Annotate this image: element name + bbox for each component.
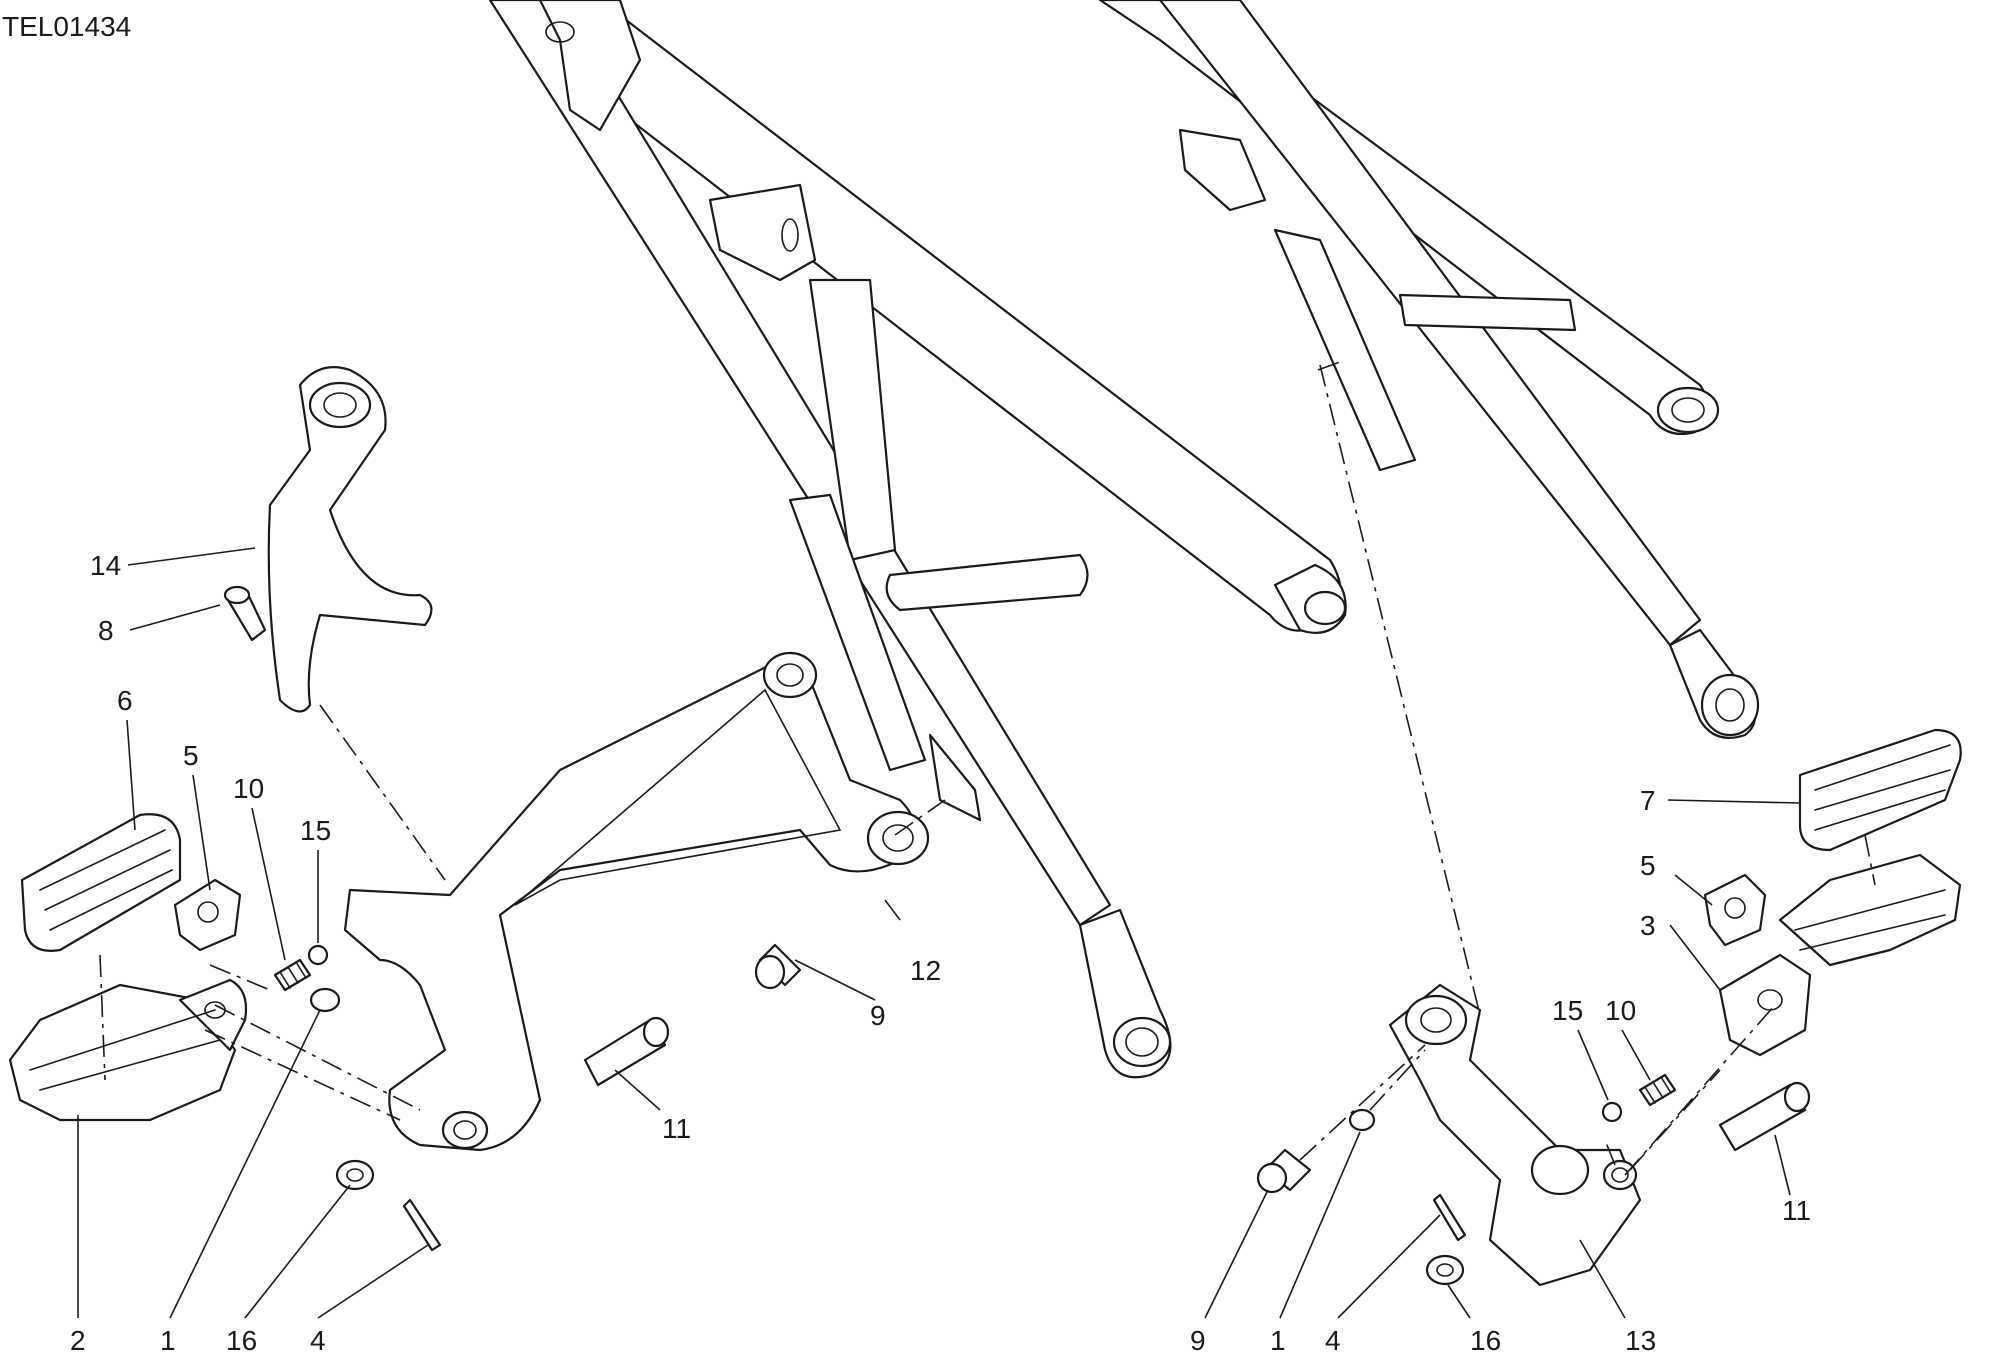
bolt-8 (223, 585, 267, 642)
spring-10-right (1638, 1073, 1677, 1107)
callout-4-right: 4 (1325, 1325, 1341, 1356)
callout-9: 9 (870, 1000, 886, 1031)
spring-10-left (273, 958, 312, 992)
pin-11-left (583, 1016, 670, 1087)
return-clip-5-left (173, 878, 242, 952)
callout-14: 14 (90, 550, 121, 581)
callout-7: 7 (1640, 785, 1656, 816)
bolt-9-right (1256, 1148, 1312, 1194)
leader-lines (77, 547, 1801, 1319)
callout-12: 12 (910, 955, 941, 986)
drawing-code: TEL01434 (2, 11, 131, 42)
bolt-9-left (754, 943, 802, 990)
callout-15-right: 15 (1552, 995, 1583, 1026)
callout-10-right: 10 (1605, 995, 1636, 1026)
split-pin-4-left (402, 1198, 442, 1252)
footpeg-mount-bracket-left (343, 651, 930, 1152)
callout-5-right: 5 (1640, 850, 1656, 881)
footpeg-mount-bracket-right (1388, 983, 1642, 1287)
split-pin-4-right (1432, 1193, 1467, 1242)
callout-2: 2 (70, 1325, 86, 1356)
callout-1-right: 1 (1270, 1325, 1286, 1356)
ball-15-right (1601, 1101, 1623, 1123)
rear-subframe-left (488, 0, 1347, 1079)
footpeg-rubber-7 (1798, 728, 1962, 852)
callout-10: 10 (233, 773, 264, 804)
footpeg-2 (8, 978, 248, 1122)
callout-13: 13 (1625, 1325, 1656, 1356)
callout-1: 1 (160, 1325, 176, 1356)
footpeg-3 (1718, 853, 1962, 1057)
callout-16-right: 16 (1470, 1325, 1501, 1356)
callout-labels: 14 8 6 5 10 15 12 9 11 2 1 16 4 7 5 3 15… (70, 550, 1811, 1356)
ball-15-left (307, 944, 329, 966)
callout-11: 11 (662, 1113, 691, 1144)
callout-9-right: 9 (1190, 1325, 1206, 1356)
callout-8: 8 (98, 615, 114, 646)
detent-1-right (1348, 1108, 1376, 1132)
rear-subframe-right (1098, 0, 1760, 739)
washer-16-right (1425, 1254, 1465, 1286)
detent-1-left (309, 987, 341, 1013)
callout-4: 4 (310, 1325, 326, 1356)
callout-16: 16 (226, 1325, 257, 1356)
pin-11-right (1718, 1081, 1811, 1152)
footpeg-rubber-6 (20, 813, 182, 952)
callout-11-right: 11 (1782, 1195, 1811, 1226)
return-clip-5-right (1703, 873, 1767, 947)
footpeg-hanger-bracket (267, 366, 433, 713)
callout-5: 5 (183, 740, 199, 771)
washer-16-left (335, 1159, 375, 1191)
callout-6: 6 (117, 685, 133, 716)
assembly-lines (99, 359, 1876, 1176)
callout-3: 3 (1640, 910, 1656, 941)
callout-15: 15 (300, 815, 331, 846)
